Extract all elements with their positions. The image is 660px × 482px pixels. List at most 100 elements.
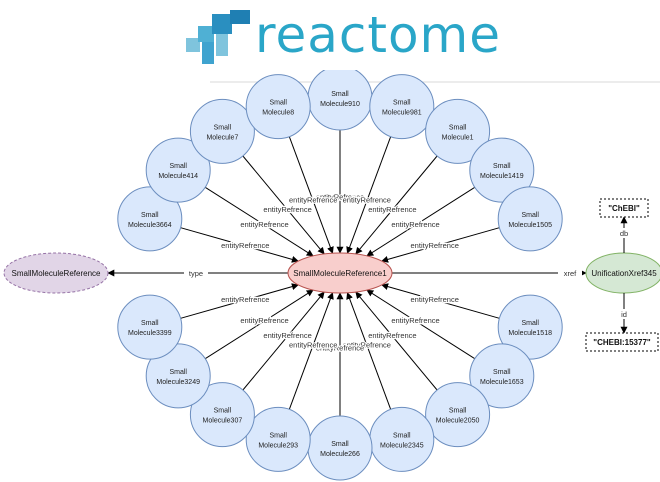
chebi-id-box[interactable] [585, 332, 659, 352]
small-molecule-circle[interactable] [117, 186, 183, 252]
small-molecule-label-line2: Molecule1505 [508, 222, 552, 229]
small-molecule-label-line1: Small [214, 124, 232, 131]
small-molecule-circle[interactable] [497, 186, 563, 252]
entity-reference-edge-label: entityRefrence [368, 205, 416, 214]
db-edge-label: db [620, 229, 628, 238]
small-molecule-label-line2: Molecule8 [262, 110, 294, 117]
entity-reference-edge-label: entityRefrence [289, 340, 337, 349]
small-molecule-label-line2: Molecule307 [203, 418, 243, 425]
small-molecule-circle[interactable] [469, 137, 535, 203]
entity-reference-edge-label: entityRefrence [289, 196, 337, 205]
small-molecule-label-line1: Small [521, 320, 539, 327]
small-molecule-label-line2: Molecule910 [320, 101, 360, 108]
entity-reference-edge [180, 283, 299, 319]
small-molecule-circle[interactable] [425, 382, 491, 448]
small-molecule-label-line2: Molecule3399 [128, 330, 172, 337]
entity-reference-edge-label: entityRefrence [240, 316, 288, 325]
small-molecule-label-line2: Molecule2345 [380, 442, 424, 449]
small-molecule-reference-1-node[interactable] [287, 252, 393, 294]
small-molecule-label-line1: Small [141, 212, 159, 219]
chebi-id-label: "CHEBI:15377" [593, 338, 651, 347]
small-molecule-label-line2: Molecule981 [382, 110, 422, 117]
small-molecule-label-line2: Molecule1518 [508, 330, 552, 337]
entity-reference-edge [346, 292, 392, 410]
entity-reference-edge [242, 291, 325, 391]
entity-reference-edge-label: entityRefrence [221, 295, 269, 304]
small-molecule-circle[interactable] [145, 343, 211, 409]
entity-reference-edge [346, 136, 392, 254]
entity-reference-edge [204, 186, 314, 257]
entity-reference-edge-label: entityRefrence [391, 220, 439, 229]
small-molecule-label-line2: Molecule7 [206, 134, 238, 141]
small-molecule-label-line2: Molecule1419 [480, 173, 524, 180]
id-edge-label-bg [617, 309, 631, 319]
small-molecule-label-line1: Small [269, 100, 287, 107]
small-molecule-circle[interactable] [497, 294, 563, 360]
small-molecule-circle[interactable] [245, 406, 311, 472]
small-molecule-label-line2: Molecule1653 [480, 379, 524, 386]
entity-reference-edge-label: entityRefrence [368, 331, 416, 340]
small-molecule-label-line1: Small [393, 432, 411, 439]
small-molecule-label-line2: Molecule266 [320, 451, 360, 458]
small-molecule-circle[interactable] [469, 343, 535, 409]
small-molecule-label-line1: Small [141, 320, 159, 327]
reactome-logo-mark-icon [186, 10, 250, 64]
small-molecule-circle[interactable] [145, 137, 211, 203]
chebi-db-label: "ChEBI" [608, 204, 640, 213]
entity-reference-edge [355, 155, 438, 255]
small-molecule-label-line2: Molecule293 [258, 442, 298, 449]
xref-edge-label: xref [564, 269, 577, 278]
entity-reference-edge-label: entityRefrence [221, 241, 269, 250]
small-molecule-circle[interactable] [189, 98, 255, 164]
small-molecule-circle[interactable] [307, 70, 373, 131]
small-molecule-reference-node[interactable] [3, 252, 109, 294]
small-molecule-circle[interactable] [369, 74, 435, 140]
small-molecule-label-line1: Small [331, 91, 349, 98]
small-molecule-circle[interactable] [425, 98, 491, 164]
entity-reference-edge-label: entityRefrence [240, 220, 288, 229]
small-molecule-circle[interactable] [189, 382, 255, 448]
small-molecule-label-line1: Small [214, 408, 232, 415]
small-molecule-label-line1: Small [269, 432, 287, 439]
entity-reference-edge-label: entityRefrence [343, 340, 391, 349]
type-edge-label-bg [184, 268, 208, 278]
small-molecule-reference-1-label: SmallMoleculeReference1 [293, 269, 387, 278]
xref-edge-label-bg [558, 268, 582, 278]
entity-reference-edge [180, 227, 299, 263]
small-molecule-circle[interactable] [245, 74, 311, 140]
small-molecule-circle[interactable] [117, 294, 183, 360]
small-molecule-label-line2: Molecule2050 [436, 418, 480, 425]
entity-reference-edge [242, 155, 325, 255]
small-molecule-circle[interactable] [307, 415, 373, 481]
id-edge-label: id [621, 310, 627, 319]
small-molecule-reference-label: SmallMoleculeReference [12, 269, 101, 278]
small-molecule-label-line1: Small [493, 163, 511, 170]
entity-reference-edge-label: entityRefrence [343, 196, 391, 205]
db-edge-label-bg [615, 228, 633, 238]
small-molecule-label-line1: Small [493, 369, 511, 376]
small-molecule-label-line2: Molecule3249 [156, 379, 200, 386]
entity-reference-edge-label: entityRefrence [263, 331, 311, 340]
chebi-db-box[interactable] [599, 198, 649, 218]
entity-reference-edge [381, 227, 500, 263]
small-molecule-label-line1: Small [521, 212, 539, 219]
entity-reference-edge [381, 283, 500, 319]
